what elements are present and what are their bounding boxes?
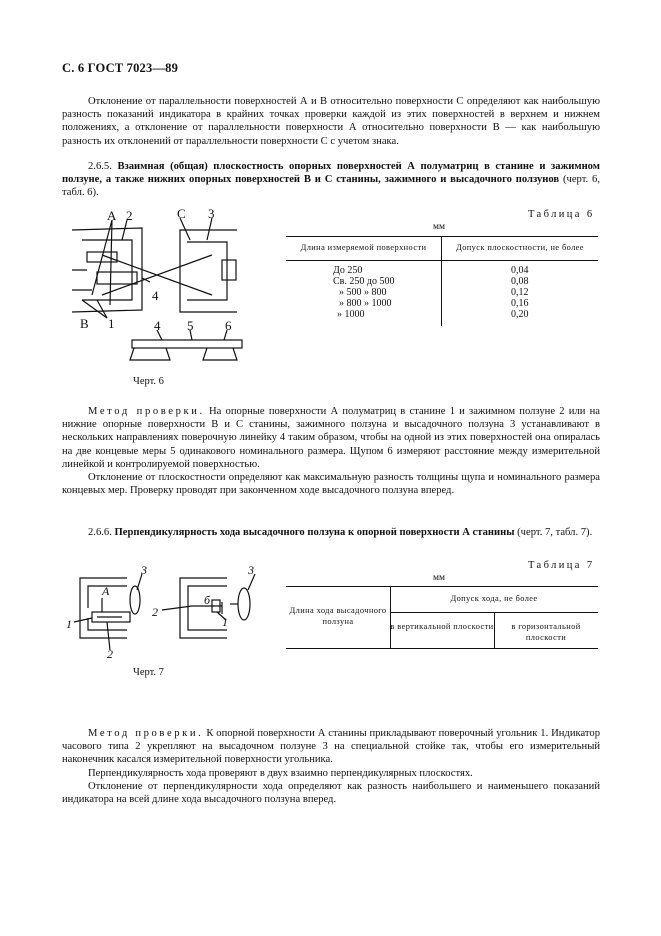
table-7-header-tolerance: Допуск хода, не более [450, 594, 538, 603]
section-title: Перпендикулярность хода высадочного полз… [114, 527, 515, 538]
method-paragraph-3: Отклонение от перпендикулярности хода оп… [62, 780, 600, 806]
fig7-label-2b: 2 [152, 605, 158, 619]
table-6-caption: Таблица 6 [528, 209, 595, 220]
fig6-label-c: С [177, 206, 186, 221]
method-lead: Метод проверки. [88, 406, 205, 417]
table-7-divider-a [390, 586, 391, 648]
table-6-top-rule [286, 236, 598, 237]
method-7: Метод проверки. К опорной поверхности А … [62, 727, 600, 806]
paragraph-text: Отклонение от параллельности поверхносте… [62, 96, 600, 147]
table-row: » 1000 [337, 309, 365, 320]
table-7-caption: Таблица 7 [528, 560, 595, 571]
figure-6-caption: Черт. 6 [133, 376, 164, 387]
method-paragraph-2: Перпендикулярность хода проверяют в двух… [88, 767, 473, 779]
fig7-label-3b: 3 [247, 563, 254, 577]
table-row: 0,12 [511, 287, 529, 298]
section-2-6-5: 2.6.5. Взаимная (общая) плоскостность оп… [62, 160, 600, 200]
fig6-label-4a: 4 [152, 288, 159, 303]
fig6-label-3: 3 [208, 206, 215, 221]
fig7-label-2: 2 [107, 647, 113, 660]
fig7-label-3: 3 [140, 563, 147, 577]
fig6-label-4b: 4 [154, 318, 161, 333]
method-lead: Метод проверки. [88, 728, 204, 739]
fig7-label-1b: 1 [222, 615, 228, 629]
fig6-label-5: 5 [187, 318, 194, 333]
method-text: К опорной поверхности А станины приклады… [62, 728, 600, 766]
table-row: 0,04 [511, 265, 529, 276]
fig6-label-a: А [107, 208, 117, 223]
table-row: » 500 » 800 [339, 287, 387, 298]
table-7-subheader-rule [390, 612, 598, 613]
figure-7-caption: Черт. 7 [133, 667, 164, 678]
fig6-label-b: В [80, 316, 89, 331]
section-ref: (черт. 6, табл. 6). [62, 174, 600, 199]
table-7-sub-horizontal: в горизонтальной плоскости [511, 622, 581, 642]
section-number: 2.6.6. [88, 527, 112, 538]
fig6-label-6: 6 [225, 318, 232, 333]
table-6-unit: мм [433, 222, 446, 232]
table-7-divider-b [494, 612, 495, 648]
table-7-bottom-rule [286, 648, 598, 649]
table-row: Св. 250 до 500 [333, 276, 395, 287]
table-row: » 800 » 1000 [339, 298, 392, 309]
table-6-lengths: До 250 Св. 250 до 500 » 500 » 800 » 800 … [333, 265, 394, 320]
table-6-header-rule [286, 260, 598, 261]
section-ref: (черт. 7, табл. 7). [517, 527, 593, 538]
section-number: 2.6.5. [88, 161, 112, 172]
fig7-label-1: 1 [66, 617, 72, 631]
table-6-tolerances: 0,04 0,08 0,12 0,16 0,20 [511, 265, 529, 320]
table-7-sub-vertical: в вертикальной плоскости [390, 622, 494, 631]
table-7-header-length: Длина хода высадочного ползуна [289, 606, 387, 626]
section-title: Взаимная (общая) плоскостность опорных п… [62, 161, 600, 186]
fig6-label-1: 1 [108, 316, 115, 331]
method-paragraph-2: Отклонение от плоскостности определяют к… [62, 472, 600, 497]
fig7-label-a: А [101, 584, 110, 598]
table-row: 0,16 [511, 298, 529, 309]
figure-7-labels: А 3 1 2 3 2 б 1 [66, 563, 254, 660]
section-2-6-6: 2.6.6. Перпендикулярность хода высадочно… [62, 526, 600, 539]
fig7-label-b: б [204, 593, 211, 607]
paragraph-parallelism: Отклонение от параллельности поверхносте… [62, 95, 600, 148]
table-6-header-length: Длина измеряемой поверхности [300, 243, 427, 252]
method-6: Метод проверки. На опорные поверхности А… [62, 405, 600, 497]
table-6-divider [441, 236, 442, 326]
page-header: С. 6 ГОСТ 7023—89 [62, 61, 179, 75]
table-row: 0,08 [511, 276, 529, 287]
table-7-unit: мм [433, 573, 446, 583]
figure-6-labels: А 2 С 3 4 В 1 4 5 6 [80, 206, 232, 333]
table-row: 0,20 [511, 309, 529, 320]
method-text: На опорные поверхности А полуматриц в ст… [62, 406, 600, 470]
fig6-label-2: 2 [126, 208, 133, 223]
table-6-header-tolerance: Допуск плоскостности, не более [456, 243, 584, 252]
figure-6-drawing: А 2 С 3 4 В 1 4 5 6 [71, 206, 243, 361]
figure-7-drawing: А 3 1 2 3 2 б 1 [66, 563, 256, 660]
table-row: До 250 [333, 265, 363, 276]
table-7-top-rule [286, 586, 598, 587]
